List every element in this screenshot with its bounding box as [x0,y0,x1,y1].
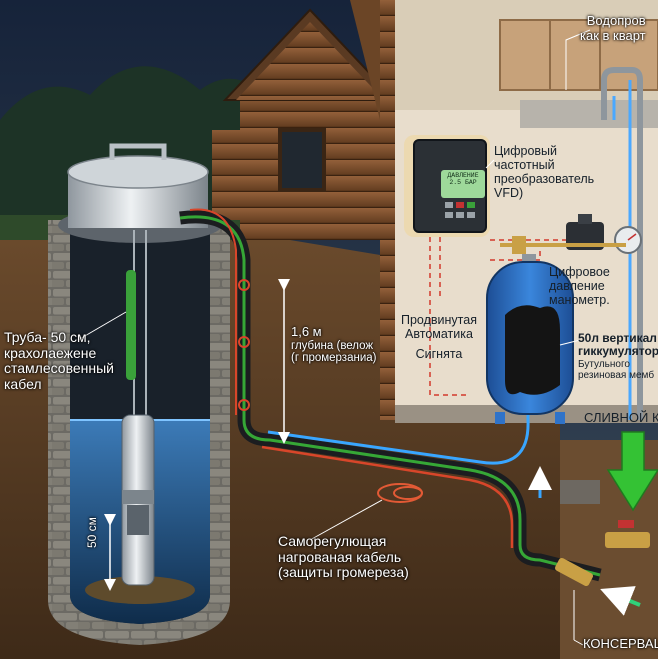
accumulator-tank [486,254,574,424]
leader-lines [77,29,591,646]
vfd-screen-text: ДАВЛЕНИЕ 2.5 БАР [447,172,479,187]
accumulator-label: 50л вертикал гиккумулятор Бутульного рез… [578,331,658,382]
heating-cable-label: Саморегулющая нагрованая кабель (защиты … [278,533,409,581]
conservation-fitting [554,557,594,640]
automation-label: Продвинутая Автоматика Сигнята [401,313,477,361]
riser-pipe [126,230,147,415]
pressure-gauge [614,226,642,254]
frost-depth-label: 1,6 м глубина (велож (г промерзаниа) [291,324,377,365]
pipe-cable-label: Труба- 50 см, крахолаежене стамлесовенны… [4,329,114,393]
digital-gauge-label: Цифровое давление манометр. [549,265,610,307]
brass-tee [512,236,526,254]
conservation-label: КОНСЕРВАЦ [583,636,658,651]
kitchen-tap-label: Водопров как в кварт [580,13,646,43]
vfd-label: Цифровый частотный преобразователь VFD) [494,144,595,200]
flow-arrows [528,466,641,616]
vfd-unit [404,135,490,237]
drain-valve [560,480,650,548]
drain-label: СЛИВНОЙ К [584,410,658,425]
submersible-pump [104,414,155,591]
insulated-pipe-bundle [179,208,602,582]
pump-clearance-label: 50 см [85,517,99,548]
drain-arrow [606,431,658,512]
vfd-display [441,170,485,198]
